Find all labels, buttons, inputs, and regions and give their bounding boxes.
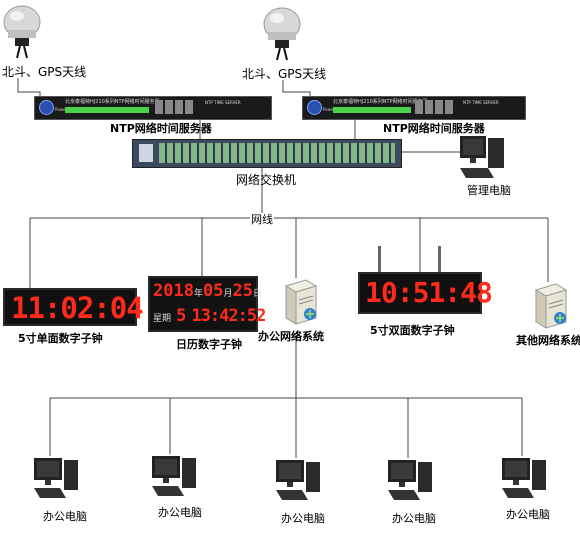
clock-double-mount-left [378, 246, 381, 276]
admin-pc-label: 管理电脑 [467, 184, 511, 197]
clock-double-face: 10:51:48 [358, 272, 493, 314]
server-left-label: NTP网络时间服务器 [110, 122, 212, 135]
switch-console-port [139, 144, 153, 162]
calendar-week-value: 5 [176, 306, 187, 326]
clock-single-label: 5寸单面数字子钟 [18, 332, 103, 345]
power-icon [39, 100, 54, 115]
clock-calendar-label: 日历数字子钟 [176, 338, 242, 351]
calendar-time-row: 星期 5 13:42:52 [153, 305, 266, 330]
lcd-display [65, 107, 149, 113]
server-brand: NTP TIME SERVER [205, 100, 241, 105]
clock-single-face: 11:02:04 [3, 288, 144, 326]
calendar-month-unit: 月 [223, 289, 233, 299]
power-label: Power [323, 107, 336, 112]
lcd-display [333, 107, 411, 113]
office-pc-icon [502, 458, 546, 498]
office-pc-icon [34, 458, 78, 498]
ntp-server-left: Power 北京泰福特HJ210系列NTP网络时间服务器 NTP TIME SE… [34, 96, 272, 120]
office-pc-label: 办公电脑 [158, 506, 202, 519]
network-line-label: 网线 [250, 213, 274, 226]
calendar-week-label: 星期 [153, 314, 172, 324]
gps-antenna-left-icon [3, 5, 41, 59]
calendar-year-unit: 年 [193, 289, 203, 299]
office-pc-label: 办公电脑 [392, 512, 436, 525]
switch-ports [159, 143, 395, 163]
office-pc-icon [276, 460, 320, 500]
calendar-day-unit: 日 [252, 289, 262, 299]
antenna-right-label: 北斗、GPS天线 [242, 67, 327, 81]
calendar-day: 25 [232, 281, 253, 301]
other-server-icon [534, 283, 568, 329]
clock-double-time: 10:51:48 [365, 276, 493, 309]
server-panel-text: 北京泰福特HJ210系列NTP网络时间服务器 [333, 99, 428, 105]
office-pc-icon [388, 460, 432, 500]
network-switch [132, 139, 402, 168]
line-antenna-left [17, 78, 41, 97]
antenna-left-label: 北斗、GPS天线 [2, 65, 87, 79]
power-icon [307, 100, 322, 115]
calendar-date-row: 2018年05月25日 [153, 280, 262, 305]
power-label: Power [55, 107, 68, 112]
clock-double-mount-right [438, 246, 441, 276]
server-ports [155, 100, 195, 114]
other-system-label: 其他网络系统 [516, 334, 580, 347]
gps-antenna-right-icon [263, 7, 301, 61]
office-system-label: 办公网络系统 [258, 330, 324, 343]
clock-single-time: 11:02:04 [11, 291, 144, 325]
office-pc-icon [152, 456, 196, 496]
office-pc-label: 办公电脑 [43, 510, 87, 523]
server-brand: NTP TIME SERVER [463, 100, 499, 105]
ntp-server-right: Power 北京泰福特HJ210系列NTP网络时间服务器 NTP TIME SE… [302, 96, 526, 120]
server-ports [415, 100, 455, 114]
clock-calendar-face: 2018年05月25日 星期 5 13:42:52 [148, 276, 266, 332]
line-antenna-right [282, 80, 311, 97]
office-pc-label: 办公电脑 [281, 512, 325, 525]
office-pc-label: 办公电脑 [506, 508, 550, 521]
calendar-time: 13:42:52 [191, 306, 266, 326]
switch-label: 网络交换机 [236, 173, 297, 187]
office-server-icon [284, 279, 318, 325]
calendar-year: 2018 [153, 281, 194, 301]
admin-pc-icon [460, 136, 504, 178]
server-panel-text: 北京泰福特HJ210系列NTP网络时间服务器 [65, 99, 160, 105]
clock-double-label: 5寸双面数字子钟 [370, 324, 455, 337]
server-right-label: NTP网络时间服务器 [383, 122, 485, 135]
calendar-month: 05 [202, 281, 224, 301]
